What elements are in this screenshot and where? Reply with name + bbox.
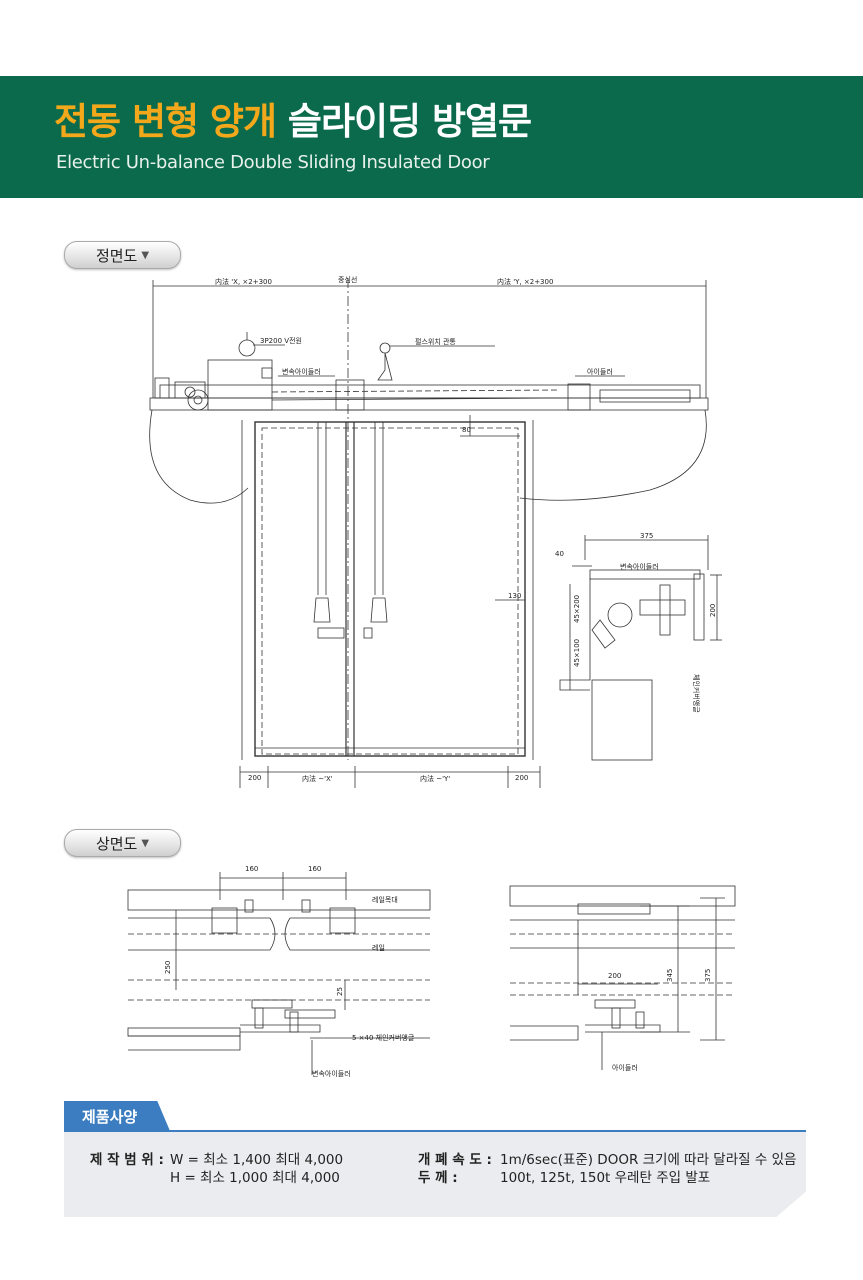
- page-title: 전동 변형 양개 슬라이딩 방열문: [54, 100, 532, 144]
- detail-375-label: 375: [640, 532, 653, 540]
- spec-range-w: W = 최소 1,400 최대 4,000: [170, 1152, 344, 1168]
- dim-130-label: 130: [508, 592, 521, 600]
- spec-speed-value: 1m/6sec(표준) DOOR 크기에 따라 달라질 수 있음: [500, 1152, 797, 1168]
- dim-left-label: 内法 'X, ×2+300: [215, 277, 272, 286]
- detail-speed-idler-label: 변속아이들러: [620, 562, 659, 571]
- idler-label: 아이들러: [587, 367, 613, 376]
- dim-200-label: 200: [608, 972, 621, 980]
- dim-250-label: 250: [164, 961, 172, 974]
- detail-45x200-label: 45×200: [573, 595, 581, 623]
- front-view-label: 정면도: [95, 246, 138, 265]
- dim-25-label: 25: [336, 987, 344, 996]
- detail-chain-label: 체인커버앵글: [692, 674, 701, 713]
- dim-375-label: 375: [704, 969, 712, 982]
- top-idler-label: 아이들러: [612, 1063, 638, 1072]
- dim-345-label: 345: [666, 969, 674, 982]
- bottom-200-left: 200: [248, 774, 261, 782]
- rail-base-label: 레일목대: [372, 895, 398, 904]
- detail-40-label: 40: [555, 550, 564, 558]
- spec-tab: 제품사양: [64, 1101, 170, 1131]
- top-view-tab[interactable]: 상면도 ▼: [64, 829, 181, 857]
- spec-range-label: 제 작 범 위 :: [90, 1152, 164, 1168]
- bottom-y-label: 内法 ~'Y': [420, 774, 450, 783]
- center-line-label: 중심선: [338, 275, 357, 284]
- spec-thick-value: 100t, 125t, 150t 우레탄 주입 발포: [500, 1170, 711, 1186]
- pulse-switch-label: 펄스위치 관통: [415, 337, 456, 346]
- spec-divider: [64, 1130, 806, 1132]
- speed-idler-label: 변속아이들러: [282, 367, 321, 376]
- dim-160a-label: 160: [245, 865, 258, 873]
- bottom-200-right: 200: [515, 774, 528, 782]
- rail-label: 레일: [372, 943, 385, 952]
- title-highlight: 전동 변형 양개: [54, 100, 277, 143]
- title-rest: 슬라이딩 방열문: [287, 100, 532, 143]
- triangle-down-icon: ▼: [141, 837, 150, 849]
- triangle-down-icon: ▼: [141, 249, 150, 261]
- chain-angle-label: 5 ×40 체인커버앵글: [352, 1033, 415, 1042]
- spec-speed-label: 개 폐 속 도 :: [418, 1152, 492, 1168]
- power-label: 3P200 V전원: [260, 336, 302, 345]
- header-banner: [0, 76, 863, 198]
- bottom-x-label: 内法 ~'X': [302, 774, 333, 783]
- dim-right-label: 内法 'Y, ×2+300: [497, 277, 553, 286]
- top-speed-idler-label: 변속아이들러: [312, 1069, 351, 1078]
- spec-box: [64, 1132, 806, 1217]
- top-view-drawing: 160 160 레일목대 레일 250 25 5 ×40 체인커버앵글 변속아이…: [127, 865, 736, 1078]
- front-elevation-drawing: 内法 'X, ×2+300 중심선 内法 'Y, ×2+300 3P200 V전…: [149, 275, 722, 788]
- spec-thick-label: 두 께 :: [418, 1170, 458, 1186]
- detail-45x100-label: 45×100: [573, 639, 581, 667]
- top-view-label: 상면도: [95, 834, 138, 853]
- page-subtitle: Electric Un-balance Double Sliding Insul…: [56, 152, 490, 173]
- spec-range-h: H = 최소 1,000 최대 4,000: [170, 1170, 340, 1186]
- detail-200-label: 200: [709, 604, 717, 617]
- front-view-tab[interactable]: 정면도 ▼: [64, 241, 181, 269]
- dim-80-label: 80: [462, 426, 471, 434]
- dim-160b-label: 160: [308, 865, 321, 873]
